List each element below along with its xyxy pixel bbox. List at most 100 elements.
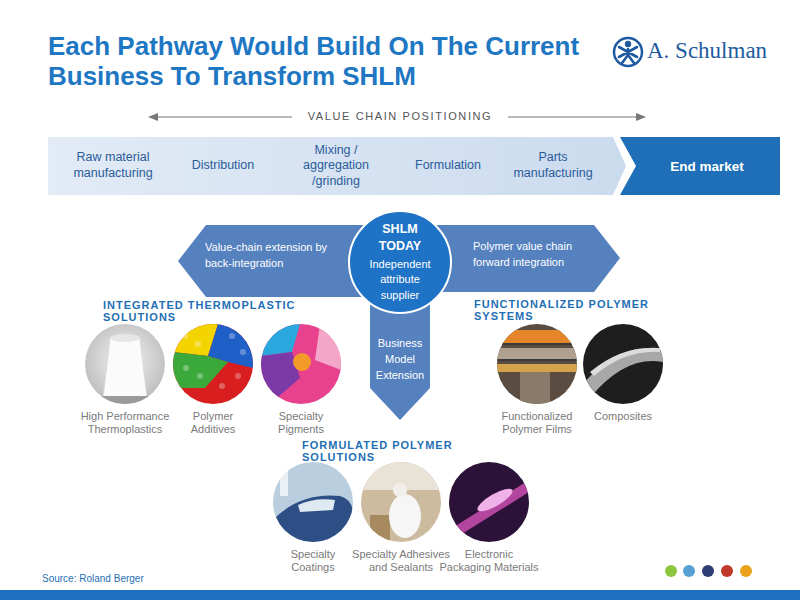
positioning-axis xyxy=(148,113,158,121)
thermoplastics-photo xyxy=(85,396,165,406)
pigments-photo xyxy=(261,324,341,404)
node-outline-path xyxy=(620,137,780,195)
additives-photo xyxy=(183,365,189,371)
coatings-photo xyxy=(273,496,353,543)
value-chain-step: Parts manufacturing xyxy=(503,137,603,195)
text-block: Mixing / aggregation /grinding xyxy=(296,143,376,190)
step-label: Mixing / aggregation /grinding xyxy=(296,143,376,190)
logo-symbol xyxy=(614,38,642,66)
text-block: Polymer Additives xyxy=(181,324,245,437)
thermoplastics-photo xyxy=(85,324,165,404)
additives-photo xyxy=(173,324,253,404)
text-block: Value-chain extension by back-integratio… xyxy=(178,225,340,271)
value-chain-band xyxy=(48,137,626,195)
value-chain-step: Raw material manufacturing xyxy=(63,137,163,195)
adhesives-photo xyxy=(389,494,421,538)
arrow-label: Polymer value chain forward integration xyxy=(473,239,593,270)
value-chain-step: Formulation xyxy=(398,137,498,195)
additives-photo xyxy=(240,349,246,355)
thermoplastics-photo xyxy=(110,334,140,342)
company-logo-text: A. Schulman xyxy=(647,38,767,64)
films-photo xyxy=(497,348,577,360)
additives-photo xyxy=(195,341,201,347)
text-block: Distribution xyxy=(192,158,255,174)
photo-caption: Polymer Additives xyxy=(181,410,245,437)
group-heading: FORMULATED POLYMER SOLUTIONS xyxy=(302,440,492,463)
product-photo: Specialty Coatings xyxy=(281,462,345,575)
text-block: Formulation xyxy=(415,158,481,174)
composites-photo xyxy=(583,324,663,404)
value-chain-band xyxy=(48,137,626,195)
photo-caption: Specialty Coatings xyxy=(281,548,345,575)
arrow-label: Business Model Extension xyxy=(370,336,430,384)
footer-bar xyxy=(0,590,800,600)
text-block: Composites xyxy=(583,324,663,423)
positioning-axis xyxy=(508,116,638,117)
text-block: High Performance Thermoplastics xyxy=(70,324,180,437)
positioning-axis xyxy=(156,116,292,117)
text-block: Parts manufacturing xyxy=(503,150,603,181)
thermoplastics-photo xyxy=(103,334,147,398)
additives-photo xyxy=(173,324,253,404)
product-photo: Functionalized Polymer Films xyxy=(492,324,582,437)
coatings-photo xyxy=(273,462,353,542)
text-block: Specialty Coatings xyxy=(281,462,345,575)
additives-photo xyxy=(173,352,228,388)
pigments-photo xyxy=(261,324,341,404)
text-block: Specialty Pigments xyxy=(269,324,333,437)
product-photo: High Performance Thermoplastics xyxy=(70,324,180,437)
arrow-label: Value-chain extension by back-integratio… xyxy=(205,240,340,271)
films-photo xyxy=(497,344,577,360)
additives-photo xyxy=(182,333,188,339)
photo-caption: Functionalized Polymer Films xyxy=(492,410,582,437)
adhesives-photo xyxy=(370,515,390,545)
group-heading: INTEGRATED THERMOPLASTIC SOLUTIONS xyxy=(103,300,338,323)
additives-photo xyxy=(197,373,203,379)
photo-caption: Composites xyxy=(583,410,663,423)
electronics-photo xyxy=(475,485,516,515)
films-photo xyxy=(497,364,577,372)
step-label: Formulation xyxy=(415,158,481,174)
additives-photo xyxy=(219,383,225,389)
pigments-photo xyxy=(261,324,300,356)
step-label: Parts manufacturing xyxy=(503,150,603,181)
brand-dots xyxy=(683,565,695,577)
text-block: Electronic Packaging Materials xyxy=(439,462,540,575)
pigments-photo xyxy=(315,324,341,370)
coatings-photo xyxy=(273,462,353,542)
product-photo: Composites xyxy=(583,324,663,423)
footer-bar xyxy=(0,590,800,600)
value-chain-step: Distribution xyxy=(173,137,273,195)
axis-label: VALUE CHAIN POSITIONING xyxy=(290,110,510,122)
photo-caption: High Performance Thermoplastics xyxy=(70,410,180,437)
slide-title: Each Pathway Would Build On The Current … xyxy=(48,31,628,91)
text-block: End market xyxy=(670,159,744,174)
brand-dots xyxy=(721,565,733,577)
product-photo: Polymer Additives xyxy=(181,324,245,437)
positioning-axis xyxy=(636,113,646,121)
logo-symbol xyxy=(614,38,642,66)
group-heading: FUNCTIONALIZED POLYMER SYSTEMS xyxy=(474,299,689,322)
films-photo xyxy=(520,372,550,404)
step-label: Distribution xyxy=(192,158,255,174)
text-block: Functionalized Polymer Films xyxy=(492,324,582,437)
photo-caption: Specialty Pigments xyxy=(269,410,333,437)
electronics-photo xyxy=(449,462,529,542)
brand-dots xyxy=(665,565,677,577)
product-photo: Specialty Pigments xyxy=(269,324,333,437)
source-note: Source: Roland Berger xyxy=(42,573,144,584)
text-block: Raw material manufacturing xyxy=(63,150,163,181)
brand-dots xyxy=(740,565,752,577)
coatings-photo xyxy=(298,499,335,512)
end-market-chevron: End market xyxy=(620,137,780,195)
circle-text: SHLM TODAY xyxy=(363,221,437,255)
additives-photo xyxy=(229,333,235,339)
composites-photo xyxy=(590,348,660,376)
adhesives-photo xyxy=(393,483,407,497)
films-photo xyxy=(497,324,577,404)
electronics-photo xyxy=(449,480,529,542)
step-label: Raw material manufacturing xyxy=(63,150,163,181)
thermoplastics-photo xyxy=(85,324,165,406)
films-photo xyxy=(497,324,577,404)
